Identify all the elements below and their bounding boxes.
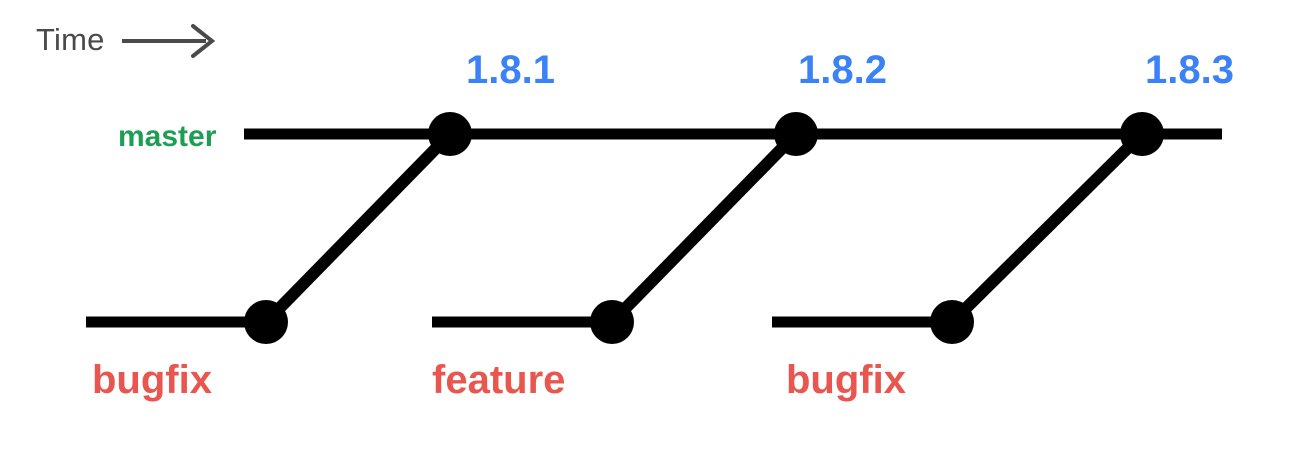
version-tag-1-8-2: 1.8.2 (798, 48, 887, 92)
merge-lines-group (261, 129, 1147, 327)
commit-node-branch-1[interactable] (244, 300, 288, 344)
branch-label-master: master (118, 120, 217, 153)
commit-node-branch-3[interactable] (930, 300, 974, 344)
time-arrow-head (191, 24, 216, 58)
version-tag-1-8-1: 1.8.1 (466, 48, 555, 92)
merge-line-bugfix-1-to-181 (261, 129, 455, 327)
branch-label-bugfix-2: bugfix (786, 358, 906, 402)
branch-label-feature: feature (432, 358, 566, 402)
commit-node-master-2[interactable] (774, 112, 818, 156)
branch-label-bugfix-1: bugfix (92, 358, 212, 402)
version-tag-1-8-3: 1.8.3 (1145, 48, 1234, 92)
commit-node-master-3[interactable] (1120, 112, 1164, 156)
time-axis-label: Time (36, 22, 105, 57)
merge-line-bugfix-2-to-183 (947, 129, 1147, 327)
commit-nodes-group (244, 112, 1164, 344)
time-axis-arrow-group (122, 24, 216, 58)
commit-node-branch-2[interactable] (590, 300, 634, 344)
commit-node-master-1[interactable] (428, 112, 472, 156)
merge-line-feature-to-182 (607, 129, 801, 327)
